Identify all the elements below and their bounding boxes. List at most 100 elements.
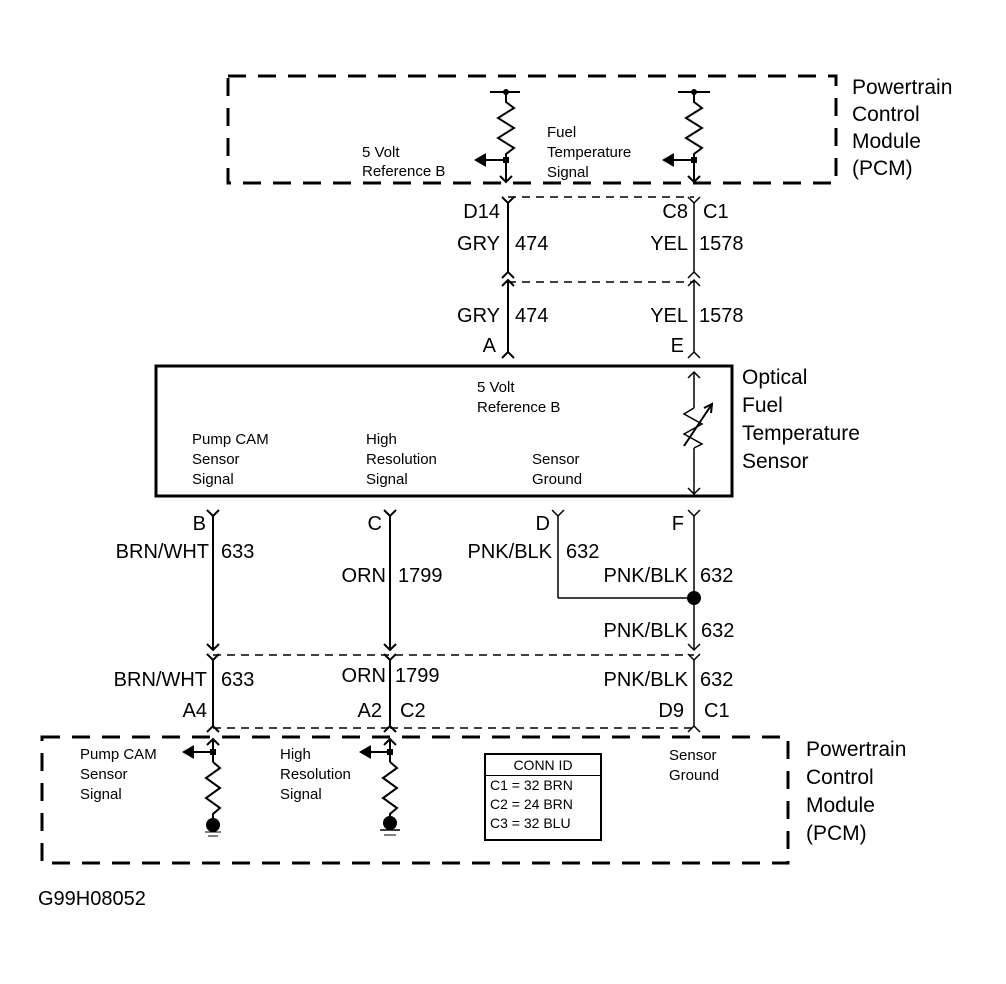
label-line: Signal [192, 471, 234, 488]
label-line: Ground [532, 471, 583, 488]
wire-pnk-blk-632-d [551, 509, 694, 599]
upper-right-pin: C8 [662, 201, 688, 223]
lower-w2-circuit: 1799 [395, 665, 440, 687]
sensor-boundary [154, 364, 734, 498]
label-line: Ground [669, 767, 720, 784]
figure-id: G99H08052 [38, 888, 146, 910]
pcm-top-title-line: Powertrain [852, 76, 953, 99]
pcm-bottom-pump-cam-label: Pump CAM Sensor Signal [80, 745, 157, 805]
pcm-bottom-high-res-resistor [367, 737, 400, 836]
pcm-bottom-title-line: Module [806, 794, 875, 817]
pcm-top-title-line: Control [852, 103, 920, 126]
pcm-top-ref-node [503, 89, 509, 95]
wire-c-circuit: 1799 [398, 565, 443, 587]
label-line: High [280, 746, 311, 763]
label-line: 5 Volt [362, 144, 400, 161]
sensor-pin-c: C [367, 513, 382, 535]
conn-id-row: C1 = 32 BRN [490, 777, 573, 793]
label-line: Signal [280, 786, 322, 803]
sensor-a-circuit: 474 [515, 305, 549, 327]
pcm-bottom-title: Powertrain Control Module (PCM) [806, 736, 906, 848]
label-line: Sensor [192, 451, 240, 468]
pcm-bottom-high-res-arrow-icon [359, 745, 371, 759]
pcm-top-ref-arrow-icon [474, 153, 486, 167]
label-line: Pump CAM [192, 431, 269, 448]
pcm-bottom-title-line: Control [806, 766, 874, 789]
lower-w1-pin: A4 [182, 700, 207, 722]
label-line: Sensor [669, 747, 717, 764]
lower-w1-color: BRN/WHT [113, 669, 207, 691]
sensor-pin-f: F [671, 513, 684, 535]
upper-left-wire-color: GRY [457, 233, 500, 255]
pcm-bottom-pump-cam-junction [210, 749, 216, 755]
sensor-title-line: Fuel [742, 394, 783, 417]
upper-right-circuit: 1578 [699, 233, 744, 255]
pcm-top-boundary [226, 74, 838, 185]
label-line: Pump CAM [80, 746, 157, 763]
label-line: Resolution [280, 766, 351, 783]
sensor-title-line: Sensor [742, 450, 809, 473]
splice-wire-color: PNK/BLK [603, 620, 688, 642]
wire-gry-474 [501, 196, 515, 359]
wire-brn-wht-633 [206, 509, 220, 733]
label-line: Reference B [477, 399, 561, 416]
pcm-top-signal-label: Fuel Temperature Signal [547, 123, 631, 183]
conn-id-row: C3 = 32 BLU [490, 815, 571, 831]
sensor-title: Optical Fuel Temperature Sensor [742, 364, 860, 476]
sensor-a-wire-color: GRY [457, 305, 500, 327]
splice-wire-circuit: 632 [701, 620, 735, 642]
label-line: Reference B [362, 163, 446, 180]
wire-c-color: ORN [341, 565, 386, 587]
splice-node [687, 591, 701, 605]
lower-w3-circuit: 632 [700, 669, 734, 691]
pcm-top-title-line: (PCM) [852, 157, 913, 180]
label-line: Signal [547, 164, 589, 181]
pcm-top-title-line: Module [852, 130, 921, 153]
lower-w2-pin: A2 [357, 700, 382, 722]
pcm-bottom-title-line: Powertrain [806, 738, 907, 761]
sensor-e-circuit: 1578 [699, 305, 744, 327]
wire-d-circuit: 632 [566, 541, 600, 563]
sensor-pin-a: A [482, 335, 496, 357]
sensor-e-wire-color: YEL [650, 305, 688, 327]
lower-w1-circuit: 633 [221, 669, 255, 691]
lower-w3-pin: D9 [658, 700, 684, 722]
sensor-title-line: Temperature [742, 422, 860, 445]
pcm-top-title: Powertrain Control Module (PCM) [852, 74, 952, 182]
label-line: Sensor [532, 451, 580, 468]
label-line: High [366, 431, 397, 448]
wire-f-circuit: 632 [700, 565, 734, 587]
pcm-bottom-pump-cam-ground-icon [206, 818, 220, 832]
upper-connector-outline [508, 196, 694, 283]
upper-right-wire-color: YEL [650, 233, 688, 255]
label-line: Sensor [80, 766, 128, 783]
upper-right-conn: C1 [703, 201, 729, 223]
label-line: Temperature [547, 144, 632, 161]
label-line: Signal [80, 786, 122, 803]
wire-orn-1799 [383, 509, 397, 733]
wire-d-color: PNK/BLK [467, 541, 552, 563]
pcm-top-signal-resistor [670, 91, 710, 184]
sensor-pin-e: E [670, 335, 684, 357]
conn-id-row: C2 = 24 BRN [490, 796, 573, 812]
conn-id-header: CONN ID [486, 755, 600, 776]
sensor-pump-cam-label: Pump CAM Sensor Signal [192, 430, 269, 490]
wire-yel-1578 [687, 196, 701, 359]
lower-connector-outline [213, 654, 694, 729]
label-line: Resolution [366, 451, 437, 468]
pcm-top-signal-junction [691, 157, 697, 163]
sensor-ground-label: Sensor Ground [532, 450, 582, 490]
pcm-bottom-high-res-junction [387, 749, 393, 755]
pcm-bottom-title-line: (PCM) [806, 822, 867, 845]
wire-b-color: BRN/WHT [115, 541, 209, 563]
wire-f-color: PNK/BLK [603, 565, 688, 587]
wire-b-circuit: 633 [221, 541, 255, 563]
pcm-top-ref-junction [503, 157, 509, 163]
lower-w3-color: PNK/BLK [603, 669, 688, 691]
lower-w2-color: ORN [341, 665, 386, 687]
pcm-bottom-high-res-label: High Resolution Signal [280, 745, 351, 805]
pcm-top-ref-resistor [482, 91, 520, 184]
thermistor-symbol [682, 370, 714, 496]
pcm-top-signal-node [691, 89, 697, 95]
